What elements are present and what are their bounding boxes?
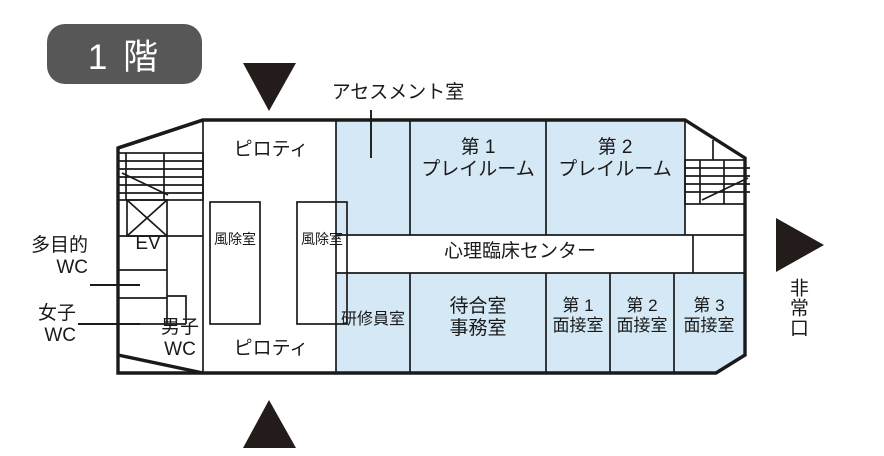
room-label-windbreak-1: 風除室 (214, 231, 256, 247)
entrance-arrow-bottom (243, 400, 296, 448)
callout-womens-wc: 女子 WC (37, 303, 76, 346)
room-label-interview-2: 第 2 面接室 (616, 296, 668, 335)
entrance-arrow-top (243, 63, 296, 111)
room-label-piloti-top: ピロティ (233, 139, 309, 160)
room-label-windbreak-2: 風除室 (301, 231, 343, 247)
floor-badge-label: 1 階 (87, 37, 162, 77)
shaded-room-fills (336, 121, 745, 373)
callout-assessment-room: アセスメント室 (331, 82, 465, 103)
room-label-interview-3: 第 3 面接室 (683, 296, 735, 335)
floor-badge: 1 階 (47, 24, 202, 84)
callout-emergency-exit: 非常口 (786, 278, 808, 338)
emergency-exit-arrow (776, 218, 824, 272)
room-label-interview-1: 第 1 面接室 (552, 296, 604, 335)
direction-arrows (243, 63, 824, 448)
room-label-playroom-1: 第 1 プレイルーム (421, 137, 535, 180)
callout-leader-lines (78, 110, 372, 325)
room-label-ev: EV (135, 233, 161, 254)
building-outline (116, 118, 747, 375)
room-label-trainee-room: 研修員室 (340, 311, 405, 328)
room-label-piloti-bottom: ピロティ (233, 338, 309, 359)
room-label-waiting-office: 待合室 事務室 (449, 296, 507, 339)
room-label-playroom-2: 第 2 プレイルーム (558, 137, 672, 180)
interior-walls (117, 120, 750, 373)
callout-multipurpose-wc: 多目的 WC (30, 235, 88, 278)
room-label-mens-wc: 男子 WC (160, 317, 199, 360)
room-label-clinical-center: 心理臨床センター (443, 241, 596, 262)
